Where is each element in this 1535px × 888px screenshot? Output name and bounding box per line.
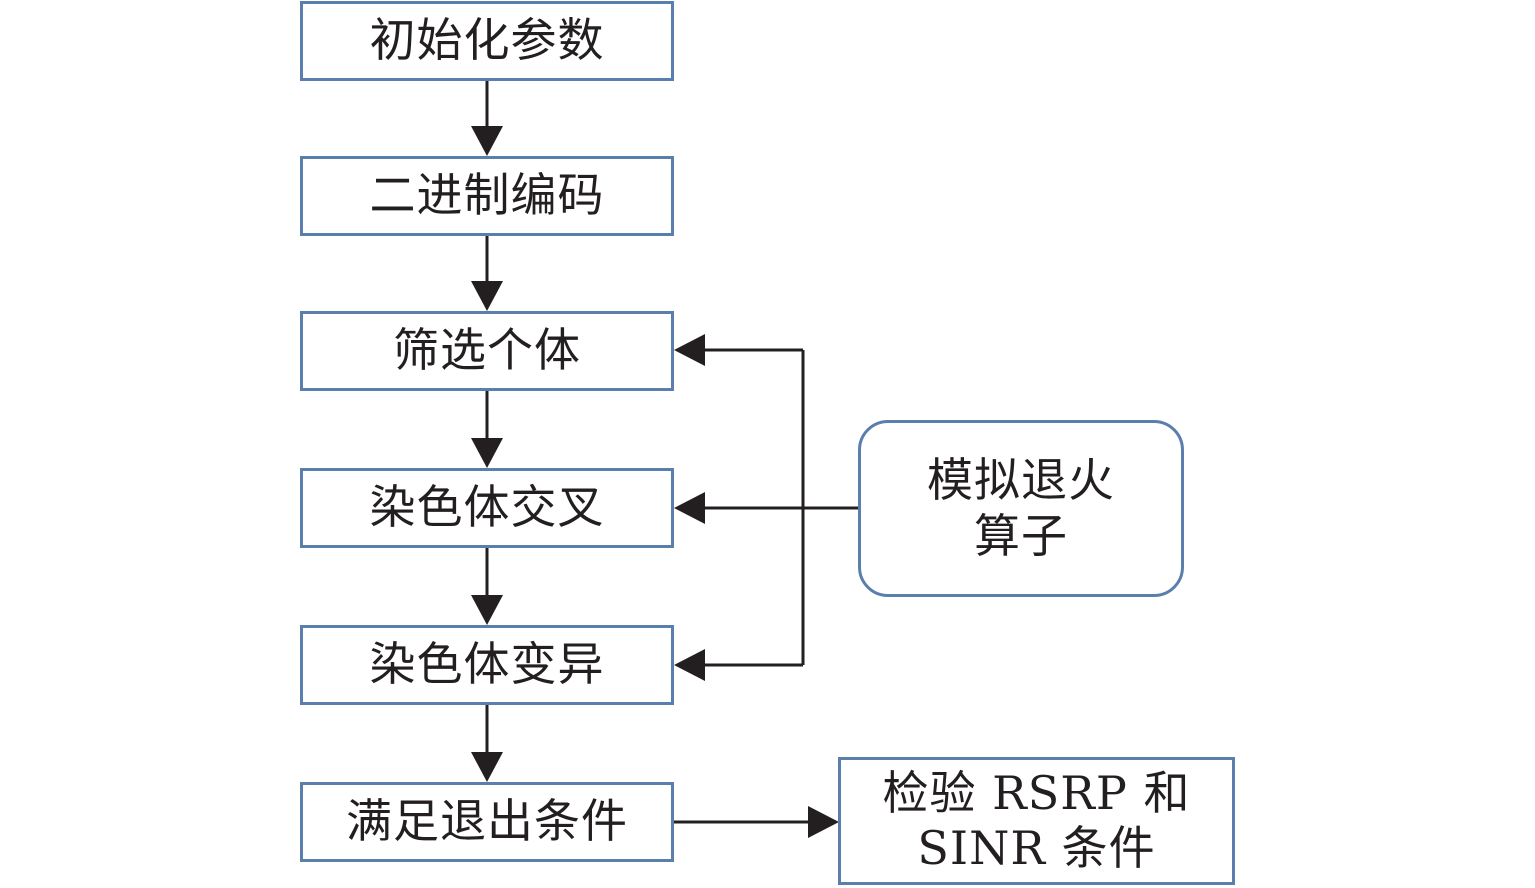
step-select-individuals: 筛选个体: [300, 311, 674, 391]
arrowhead-to-crossover: [674, 492, 705, 524]
step-chromosome-crossover: 染色体交叉: [300, 468, 674, 548]
arrowhead-crossover-to-mutation: [471, 595, 503, 625]
arrowhead-mutation-to-exit: [471, 752, 503, 782]
arrowhead-to-select: [674, 334, 705, 366]
annealing-feedback: [702, 348, 858, 667]
arrowhead-init-to-encode: [471, 126, 503, 156]
annealing-arrowheads: [674, 334, 705, 681]
step-chromosome-mutation: 染色体变异: [300, 625, 674, 705]
arrowhead-encode-to-select: [471, 281, 503, 311]
step-binary-encoding: 二进制编码: [300, 156, 674, 236]
annealing-label-line2: 算子: [974, 508, 1068, 563]
check-label-line2: SINR 条件: [917, 821, 1156, 875]
vertical-flow-arrows: [471, 80, 503, 782]
check-rsrp-sinr: 检验 RSRP 和 SINR 条件: [838, 757, 1235, 885]
simulated-annealing-operator: 模拟退火 算子: [858, 420, 1184, 597]
annealing-label-line1: 模拟退火: [927, 453, 1115, 508]
exit-to-check-arrow: [673, 806, 839, 838]
step-exit-condition: 满足退出条件: [300, 782, 674, 862]
arrowhead-exit-to-check: [808, 806, 839, 838]
arrowhead-to-mutation: [674, 649, 705, 681]
step-init-params: 初始化参数: [300, 1, 674, 81]
check-label-line1: 检验 RSRP 和: [882, 765, 1191, 820]
arrowhead-select-to-crossover: [471, 438, 503, 468]
